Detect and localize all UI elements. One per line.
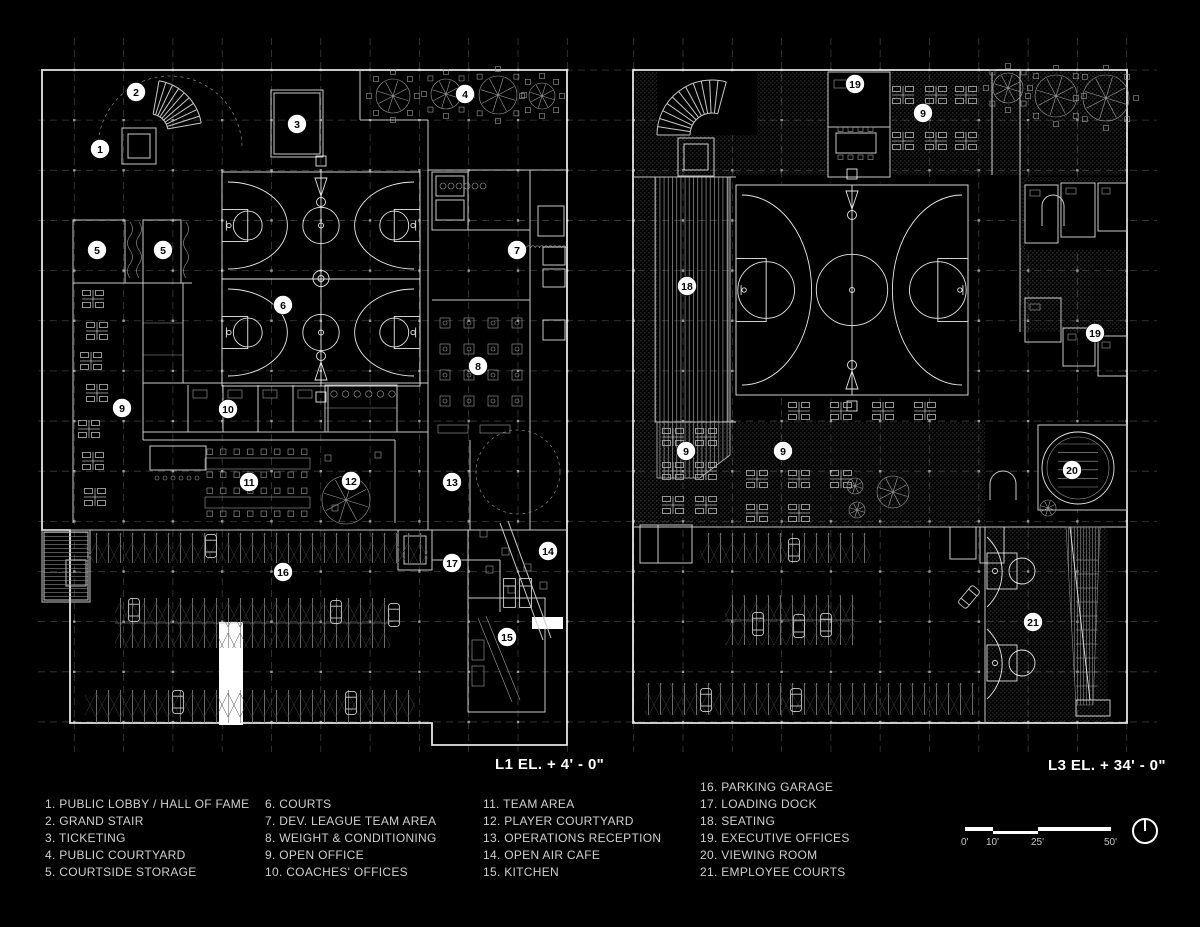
svg-text:19: 19 xyxy=(1089,328,1101,340)
plan-marker: 12 xyxy=(341,471,361,491)
svg-text:21: 21 xyxy=(1027,617,1039,629)
plan-marker: 19 xyxy=(1085,323,1105,343)
plan-marker: 9 xyxy=(112,398,132,418)
svg-text:7: 7 xyxy=(514,245,520,257)
svg-text:1: 1 xyxy=(97,144,103,156)
plan-title-l1: L1 EL. + 4' - 0" xyxy=(495,756,605,773)
plan-marker: 21 xyxy=(1023,612,1043,632)
svg-text:8: 8 xyxy=(475,361,481,373)
svg-text:14: 14 xyxy=(542,546,554,558)
scale-label: 50' xyxy=(1104,837,1118,848)
plan-marker: 18 xyxy=(677,276,697,296)
legend-item: 14. OPEN AIR CAFE xyxy=(483,848,601,862)
svg-text:19: 19 xyxy=(849,79,861,91)
scale-label: 25' xyxy=(1031,837,1045,848)
legend-item: 5. COURTSIDE STORAGE xyxy=(45,865,197,879)
plan-marker: 3 xyxy=(287,114,307,134)
legend-item: 2. GRAND STAIR xyxy=(45,814,144,828)
svg-text:9: 9 xyxy=(920,108,926,120)
svg-text:11: 11 xyxy=(243,477,254,489)
svg-text:17: 17 xyxy=(446,558,458,570)
plan-marker: 17 xyxy=(442,553,462,573)
legend-item: 10. COACHES' OFFICES xyxy=(265,865,408,879)
plan-marker: 5 xyxy=(153,240,173,260)
plan-marker: 2 xyxy=(126,82,146,102)
plan-marker: 4 xyxy=(455,84,475,104)
legend-item: 21. EMPLOYEE COURTS xyxy=(700,865,846,879)
legend-column-1: 1. PUBLIC LOBBY / HALL OF FAME 2. GRAND S… xyxy=(45,796,249,881)
plan-marker: 8 xyxy=(468,356,488,376)
legend-item: 15. KITCHEN xyxy=(483,865,559,879)
plan-marker: 20 xyxy=(1062,460,1082,480)
legend-item: 11. TEAM AREA xyxy=(483,797,575,811)
svg-text:18: 18 xyxy=(681,281,693,293)
plan-marker: 16 xyxy=(273,562,293,582)
scale-bar: 0' 10' 25' 50' xyxy=(961,824,1125,854)
legend-item: 1. PUBLIC LOBBY / HALL OF FAME xyxy=(45,797,250,811)
scale-bar-segment xyxy=(993,830,1038,834)
svg-text:12: 12 xyxy=(345,476,357,488)
svg-text:6: 6 xyxy=(280,300,286,312)
legend-item: 13. OPERATIONS RECEPTION xyxy=(483,831,662,845)
plan-marker: 13 xyxy=(442,472,462,492)
scale-bar-segment xyxy=(1038,827,1111,831)
legend-item: 19. EXECUTIVE OFFICES xyxy=(700,831,850,845)
plan-marker: 19 xyxy=(845,74,865,94)
svg-text:4: 4 xyxy=(462,89,468,101)
plan-marker: 15 xyxy=(497,627,517,647)
plan-markers-l3: 19 9 18 19 9 9 20 21 xyxy=(676,74,1105,632)
svg-text:5: 5 xyxy=(160,245,166,257)
plan-marker: 11 xyxy=(239,472,259,492)
plan-linework xyxy=(41,63,1139,746)
svg-text:10: 10 xyxy=(222,404,234,416)
svg-text:9: 9 xyxy=(683,446,689,458)
scale-label: 10' xyxy=(986,837,1000,848)
svg-text:5: 5 xyxy=(94,245,100,257)
svg-text:9: 9 xyxy=(119,403,125,415)
legend-item: 17. LOADING DOCK xyxy=(700,797,817,811)
legend-item: 9. OPEN OFFICE xyxy=(265,848,364,862)
legend-item: 18. SEATING xyxy=(700,814,776,828)
plan-marker: 5 xyxy=(87,240,107,260)
svg-text:3: 3 xyxy=(294,119,300,131)
svg-text:9: 9 xyxy=(780,446,786,458)
plan-marker: 10 xyxy=(218,399,238,419)
north-arrow-icon xyxy=(1131,817,1159,845)
legend-item: 4. PUBLIC COURTYARD xyxy=(45,848,186,862)
scale-label: 0' xyxy=(961,837,969,848)
legend-item: 16. PARKING GARAGE xyxy=(700,780,834,794)
legend-item: 8. WEIGHT & CONDITIONING xyxy=(265,831,437,845)
legend-item: 6. COURTS xyxy=(265,797,332,811)
plan-marker: 7 xyxy=(507,240,527,260)
legend-item: 20. VIEWING ROOM xyxy=(700,848,818,862)
legend-item: 12. PLAYER COURTYARD xyxy=(483,814,634,828)
plan-title-l3: L3 EL. + 34' - 0" xyxy=(1048,757,1166,774)
legend-item: 3. TICKETING xyxy=(45,831,126,845)
plan-marker: 6 xyxy=(273,295,293,315)
svg-text:15: 15 xyxy=(501,632,513,644)
legend-column-2: 6. COURTS 7. DEV. LEAGUE TEAM AREA 8. WEIG… xyxy=(265,796,437,881)
svg-text:13: 13 xyxy=(446,477,458,489)
scale-bar-segment xyxy=(965,827,993,831)
legend-column-4: 16. PARKING GARAGE 17. LOADING DOCK 18. SE… xyxy=(700,779,850,881)
plan-marker: 9 xyxy=(676,441,696,461)
plan-marker: 14 xyxy=(538,541,558,561)
svg-text:2: 2 xyxy=(133,87,139,99)
legend-item: 7. DEV. LEAGUE TEAM AREA xyxy=(265,814,437,828)
plan-marker: 1 xyxy=(90,139,110,159)
plan-marker: 9 xyxy=(773,441,793,461)
svg-text:16: 16 xyxy=(277,567,289,579)
legend-column-3: 11. TEAM AREA 12. PLAYER COURTYARD 13. OPE… xyxy=(483,796,661,881)
svg-text:20: 20 xyxy=(1066,465,1078,477)
plan-marker: 9 xyxy=(913,103,933,123)
